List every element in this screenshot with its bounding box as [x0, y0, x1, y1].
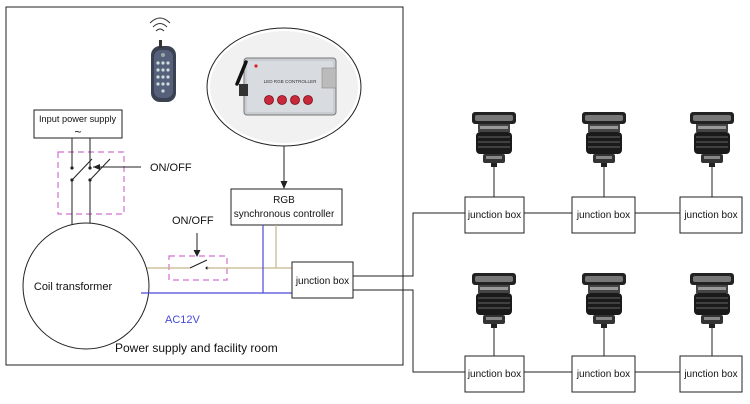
secondary-switch: [168, 233, 228, 281]
remote-control-icon: [149, 17, 176, 102]
junction-box-bottom-3: [679, 355, 743, 393]
secondary-switch-label: ON/OFF: [172, 215, 214, 227]
voltage-label: AC12V: [165, 314, 201, 326]
coil-transformer-label: Coil transformer: [34, 281, 113, 293]
junction-box-label: junction box: [467, 210, 521, 221]
controller-device-name: LED RGB CONTROLLER: [264, 79, 318, 84]
underwater-light-icon: [581, 272, 627, 329]
underwater-light-icon: [689, 111, 735, 168]
junction-box-label: junction box: [576, 210, 630, 221]
ac-symbol: ~: [74, 125, 81, 139]
main-junction-box: [291, 261, 354, 299]
main-switch: [57, 138, 141, 245]
rgb-controller-line1: RGB: [273, 195, 295, 206]
junction-box-bottom-1: [464, 355, 525, 393]
junction-box-top-1: [464, 196, 525, 234]
facility-room-border: [5, 6, 404, 366]
input-power-supply-label: Input power supply: [39, 114, 117, 124]
underwater-light-icon: [471, 272, 517, 329]
main-junction-label: junction box: [295, 276, 349, 287]
underwater-light-icon: [689, 272, 735, 329]
rgb-controller-icon: LED RGB CONTROLLER: [206, 27, 362, 147]
coil-transformer: [22, 222, 150, 350]
underwater-light-icon: [581, 111, 627, 168]
junction-box-label: junction box: [576, 369, 630, 380]
junction-box-bottom-2: [571, 355, 636, 393]
junction-box-top-3: [679, 196, 743, 234]
junction-box-top-2: [571, 196, 636, 234]
main-switch-label: ON/OFF: [150, 162, 192, 174]
input-power-supply-box: [33, 109, 123, 139]
junction-box-label: junction box: [467, 369, 521, 380]
facility-room-label: Power supply and facility room: [115, 341, 278, 355]
junction-box-label: junction box: [683, 369, 737, 380]
junction-box-label: junction box: [683, 210, 737, 221]
rgb-controller-line2: synchronous controller: [234, 209, 335, 220]
rgb-controller-box: [230, 188, 343, 226]
underwater-light-icon: [471, 111, 517, 168]
